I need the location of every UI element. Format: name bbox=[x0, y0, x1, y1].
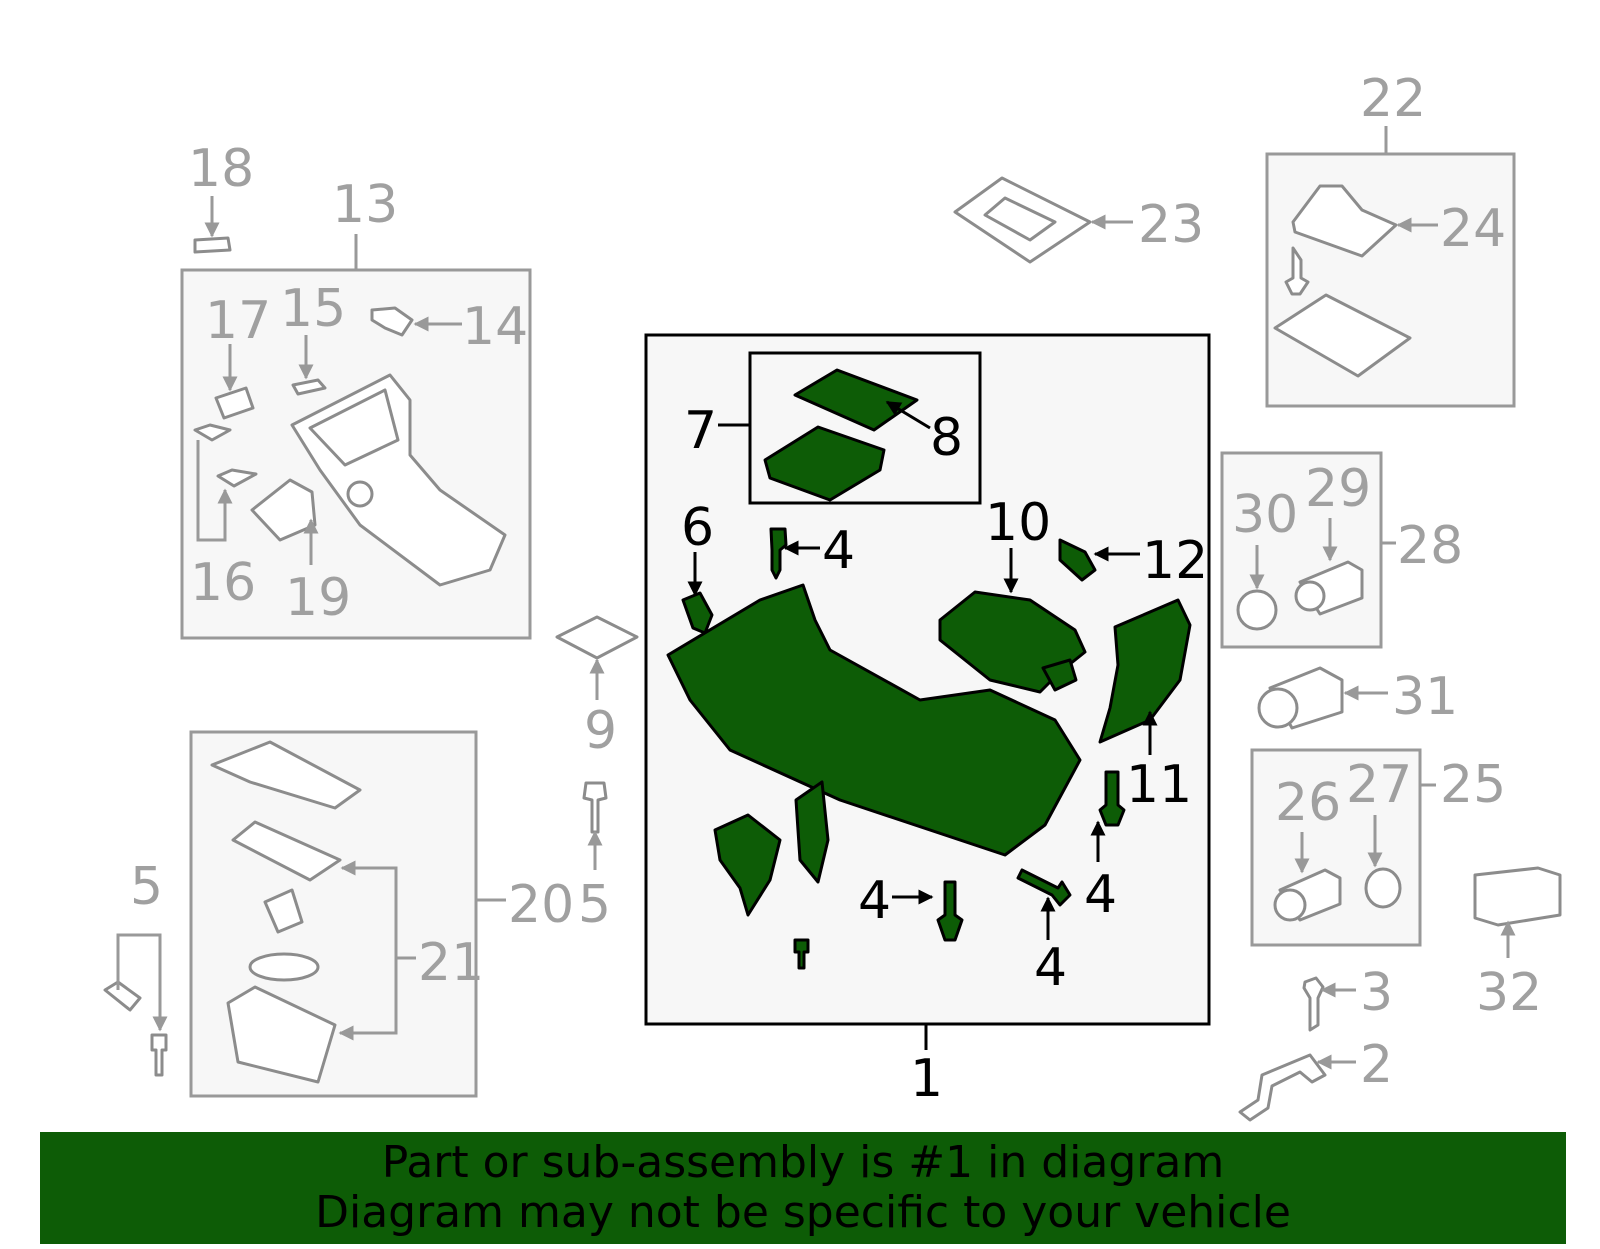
callout-29: 29 bbox=[1305, 459, 1371, 519]
socket-29-face bbox=[1294, 580, 1326, 612]
callout-11: 11 bbox=[1126, 755, 1192, 815]
callout-2: 2 bbox=[1360, 1035, 1393, 1095]
callout-4a: 4 bbox=[822, 521, 855, 581]
part-23-inner bbox=[983, 196, 1057, 242]
console-body bbox=[666, 583, 1082, 857]
bezel-opening bbox=[308, 388, 400, 467]
bracket-right bbox=[794, 780, 830, 884]
screw-4d bbox=[1098, 770, 1126, 827]
callout-14: 14 bbox=[462, 297, 528, 357]
callout-8: 8 bbox=[930, 408, 963, 468]
callout-6: 6 bbox=[681, 498, 714, 558]
callout-19: 19 bbox=[285, 568, 351, 628]
screw-4c bbox=[1016, 868, 1072, 907]
callout-5b: 5 bbox=[130, 857, 163, 917]
armrest-hinge bbox=[1041, 658, 1078, 692]
banner-line-2: Diagram may not be specific to your vehi… bbox=[315, 1187, 1291, 1238]
plate-22 bbox=[1273, 293, 1412, 378]
callout-15: 15 bbox=[280, 279, 346, 339]
socket-26-face bbox=[1273, 888, 1307, 922]
callout-4c: 4 bbox=[1034, 938, 1067, 998]
callout-3: 3 bbox=[1360, 963, 1393, 1023]
bolt-22 bbox=[1284, 246, 1310, 296]
callout-5a: 5 bbox=[578, 875, 611, 935]
info-banner: Part or sub-assembly is #1 in diagram Di… bbox=[40, 1132, 1566, 1244]
callout-4d: 4 bbox=[1084, 865, 1117, 925]
callout-7: 7 bbox=[684, 401, 717, 461]
callout-4b: 4 bbox=[858, 871, 891, 931]
callout-10: 10 bbox=[985, 493, 1051, 553]
cap-30 bbox=[1236, 589, 1278, 631]
screw-16b bbox=[216, 468, 258, 488]
knob-ring bbox=[346, 480, 374, 508]
part-15 bbox=[291, 378, 327, 396]
callout-24: 24 bbox=[1440, 199, 1506, 259]
callout-1: 1 bbox=[910, 1049, 943, 1109]
tray-top bbox=[210, 740, 362, 810]
clip-part bbox=[263, 888, 304, 934]
bolt-small bbox=[793, 938, 810, 970]
part-18 bbox=[193, 236, 232, 254]
leader-21 bbox=[340, 860, 416, 960]
callout-32: 32 bbox=[1476, 963, 1542, 1023]
callout-17: 17 bbox=[205, 291, 271, 351]
part-14 bbox=[370, 306, 414, 337]
leader-21b bbox=[338, 958, 398, 1041]
bolt-5a bbox=[103, 980, 142, 1012]
clip-12 bbox=[1058, 538, 1097, 582]
banner-line-1: Part or sub-assembly is #1 in diagram bbox=[381, 1137, 1225, 1188]
callout-22: 22 bbox=[1360, 69, 1426, 129]
screw-3 bbox=[1302, 976, 1325, 1032]
tray-mat bbox=[231, 820, 342, 882]
callout-18: 18 bbox=[188, 139, 254, 199]
callout-13: 13 bbox=[332, 175, 398, 235]
callout-20: 20 bbox=[508, 875, 574, 935]
leader-8 bbox=[885, 400, 931, 430]
boot-24 bbox=[1291, 184, 1398, 258]
callout-16: 16 bbox=[190, 553, 256, 613]
screw-4b bbox=[936, 880, 964, 942]
callout-25: 25 bbox=[1440, 755, 1506, 815]
callout-23: 23 bbox=[1138, 195, 1204, 255]
leader-5 bbox=[116, 933, 168, 1032]
callout-26: 26 bbox=[1275, 773, 1341, 833]
callout-12: 12 bbox=[1142, 531, 1208, 591]
screw-16a bbox=[193, 423, 232, 442]
bin-part bbox=[226, 985, 337, 1084]
bolt-5b bbox=[150, 1033, 168, 1077]
callout-31: 31 bbox=[1392, 667, 1458, 727]
callout-30: 30 bbox=[1232, 485, 1298, 545]
oval-part bbox=[248, 952, 320, 982]
callout-28: 28 bbox=[1397, 516, 1463, 576]
group-box-22 bbox=[1265, 152, 1516, 408]
bracket-left bbox=[713, 813, 782, 917]
part-19 bbox=[250, 478, 317, 542]
tray-7 bbox=[763, 425, 886, 502]
leader-16 bbox=[196, 440, 233, 542]
ring-27 bbox=[1364, 867, 1402, 909]
part-9 bbox=[555, 615, 639, 660]
callout-21: 21 bbox=[418, 933, 484, 993]
bolt-205 bbox=[582, 781, 608, 834]
callout-9: 9 bbox=[584, 701, 617, 761]
callout-27: 27 bbox=[1346, 755, 1412, 815]
part-32 bbox=[1473, 866, 1562, 927]
screw-4a bbox=[769, 527, 788, 580]
outlet-31-face bbox=[1257, 687, 1299, 729]
bracket-2 bbox=[1238, 1053, 1327, 1122]
